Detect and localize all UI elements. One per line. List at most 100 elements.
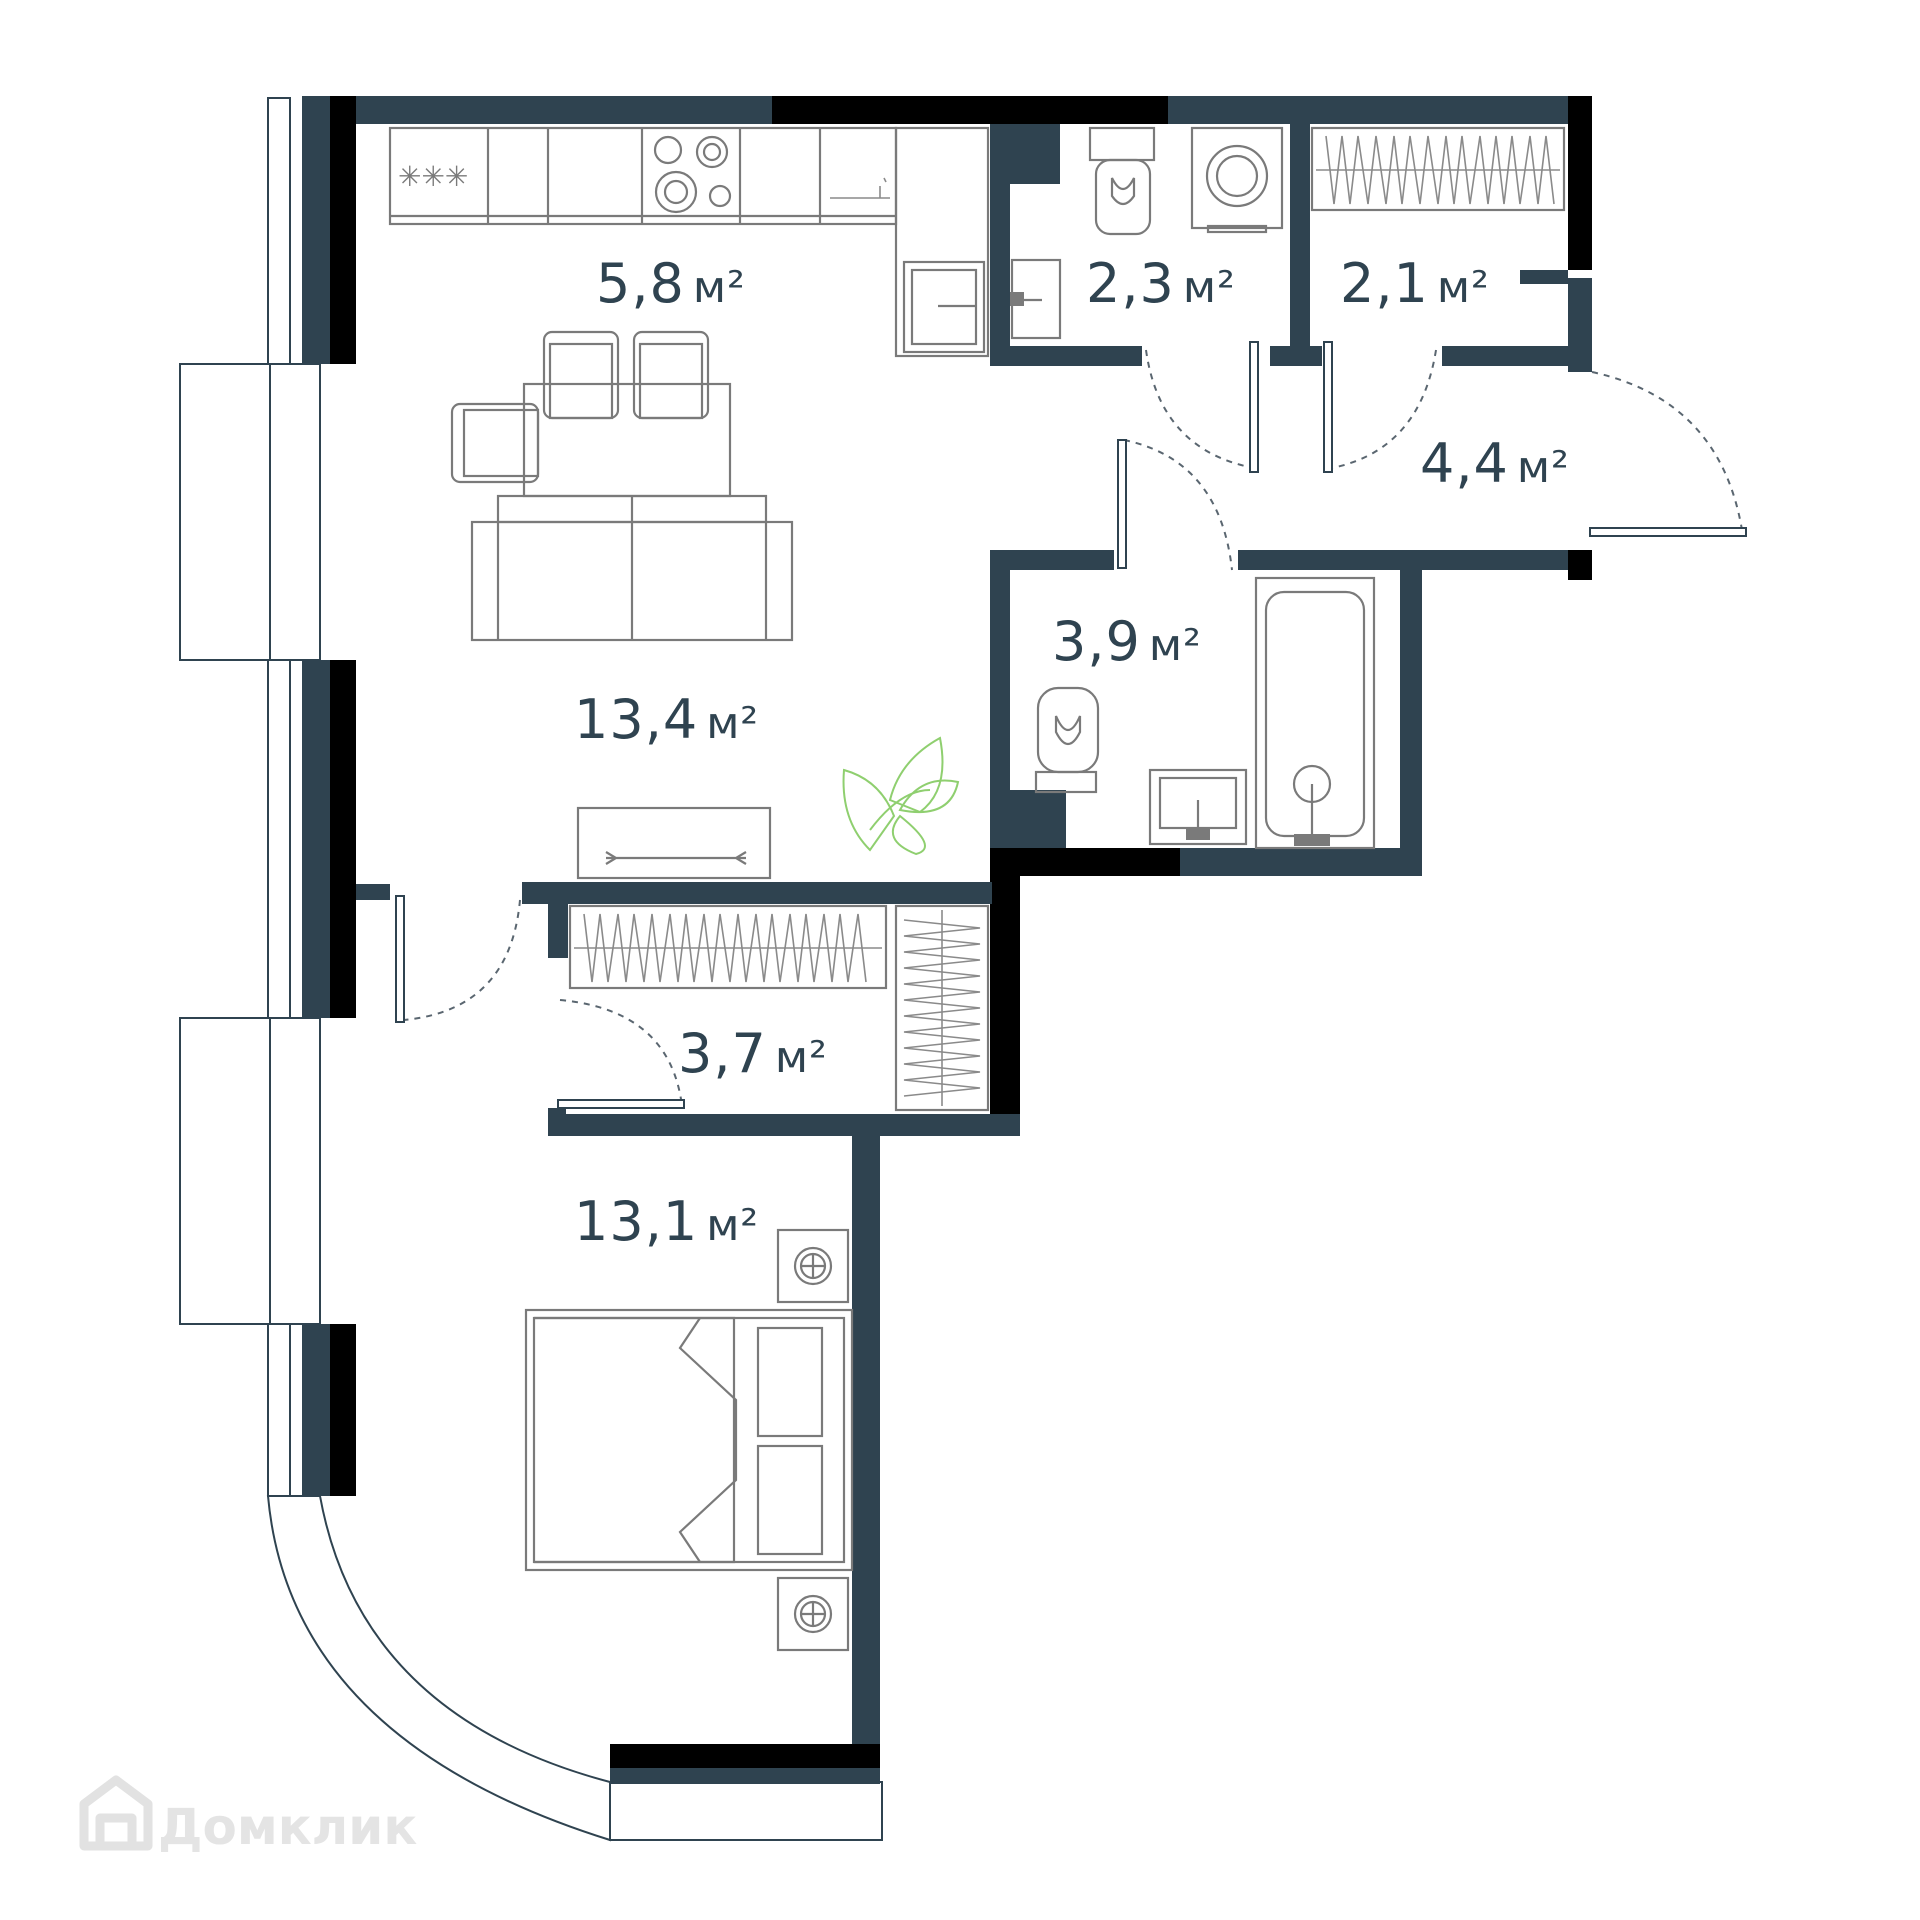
wall-wardrobe-right-a (990, 876, 1020, 1134)
wall-bedroom-right (852, 1136, 880, 1756)
wall-hall-bottom-left (990, 550, 1114, 570)
windows (179, 97, 883, 1842)
wall-toilet-storage-stub (1270, 346, 1322, 366)
house-logo-icon (79, 1775, 153, 1851)
walls (302, 96, 1592, 1784)
wall-left-3 (302, 1324, 330, 1496)
door-leaf-entrance (1589, 527, 1747, 537)
wall-left-1 (302, 96, 330, 364)
door-arc-storage (1331, 349, 1437, 469)
living-furniture (450, 330, 960, 880)
wardrobe-rack-vertical (894, 904, 990, 1112)
window-bottom (609, 1781, 883, 1841)
wall-left-3b (330, 1324, 356, 1496)
storage-area-value: 2,1 (1340, 252, 1429, 315)
bed-blanket (534, 1316, 736, 1564)
bedroom-area-value: 13,1 (574, 1190, 698, 1253)
window-bay-1 (179, 363, 271, 661)
pillow-1 (756, 1326, 824, 1438)
wall-bath-shaft (1010, 790, 1066, 848)
stove-icon (653, 135, 732, 214)
lamp-icon-bottom (793, 1594, 833, 1634)
bathroom-area-unit: м² (1149, 620, 1202, 671)
toilet-area-value: 2,3 (1086, 252, 1175, 315)
wardrobe-area-value: 3,7 (678, 1022, 767, 1085)
wall-wardrobe-top (522, 882, 992, 904)
door-leaf-storage (1323, 341, 1333, 473)
wall-left-2b (330, 660, 356, 1018)
doors (395, 341, 1747, 1109)
bathtub (1254, 576, 1376, 850)
door-leaf-bedroom (395, 895, 405, 1023)
watermark: Домклик (79, 1775, 417, 1856)
storage-shelf (1310, 126, 1566, 212)
window-bay-1-inner (269, 363, 321, 661)
wall-right-storage (1568, 278, 1592, 372)
wardrobe-area-unit: м² (775, 1032, 828, 1083)
wall-hall-bottom-right (1238, 550, 1592, 570)
window-bay-2-inner (269, 1017, 321, 1325)
living-area-unit: м² (706, 698, 759, 749)
wall-bath-bottom-right (1180, 848, 1422, 876)
door-arc-wardrobe (559, 999, 683, 1107)
wall-wardrobe-bottom (548, 1114, 1020, 1136)
kitchen-area-value: 5,8 (596, 252, 685, 315)
toilet-furniture (1010, 126, 1284, 340)
wall-bedroom-bottom (610, 1744, 880, 1768)
washing-machine (1190, 126, 1284, 230)
bathroom-furniture (1034, 576, 1376, 850)
door-leaf-toilet (1249, 341, 1259, 473)
wall-left-1b (330, 96, 356, 364)
wardrobe-rack-horizontal (568, 904, 888, 990)
wall-top-right (1168, 96, 1592, 124)
bathroom-sink (1148, 768, 1248, 846)
wall-hall-corner (1568, 550, 1592, 580)
toilet-area-unit: м² (1183, 262, 1236, 313)
door-leaf-bathroom (1117, 439, 1127, 569)
wall-wardrobe-left (548, 904, 568, 958)
door-arc-toilet (1145, 349, 1255, 469)
bathroom-area-value: 3,9 (1052, 610, 1141, 673)
washing-machine-drum-icon (1205, 144, 1269, 208)
wall-top-left (302, 96, 772, 124)
tv-stand (576, 806, 772, 880)
hallway-area-unit: м² (1517, 442, 1570, 493)
watermark-text: Домклик (158, 1798, 417, 1856)
wardrobe-hangers-vertical (903, 919, 981, 1097)
wall-storage-bottom (1442, 346, 1568, 366)
wall-toilet-storage (1290, 124, 1310, 348)
kitchen-area-unit: м² (693, 262, 746, 313)
fridge (894, 126, 990, 358)
window-frame-top (267, 97, 291, 365)
wall-storage-niche (1520, 270, 1568, 284)
wall-bath-right (1400, 570, 1422, 876)
window-bay-2 (179, 1017, 271, 1325)
tv-icon (605, 851, 747, 865)
plant-icon (842, 736, 960, 856)
door-arc-entrance (1591, 371, 1743, 531)
bed (524, 1308, 854, 1572)
wardrobe-furniture (568, 904, 990, 1112)
kitchen-sink (902, 260, 986, 354)
wall-toilet-bottom (990, 346, 1142, 366)
bedroom-furniture (524, 1228, 854, 1652)
wall-bath-left (990, 550, 1010, 866)
wall-right-top (1568, 96, 1592, 270)
dining-table (522, 382, 732, 498)
toilet-bowl (1094, 158, 1152, 236)
bedroom-area-unit: м² (706, 1200, 759, 1251)
wall-bedroom-bottom-b (610, 1768, 880, 1784)
nightstand-bottom (776, 1576, 850, 1652)
wall-top-mid (772, 96, 1168, 124)
wall-bath-bottom-left (990, 848, 1180, 876)
hood-icon: ✳✳✳ (398, 160, 468, 193)
door-leaf-wardrobe (557, 1099, 685, 1109)
